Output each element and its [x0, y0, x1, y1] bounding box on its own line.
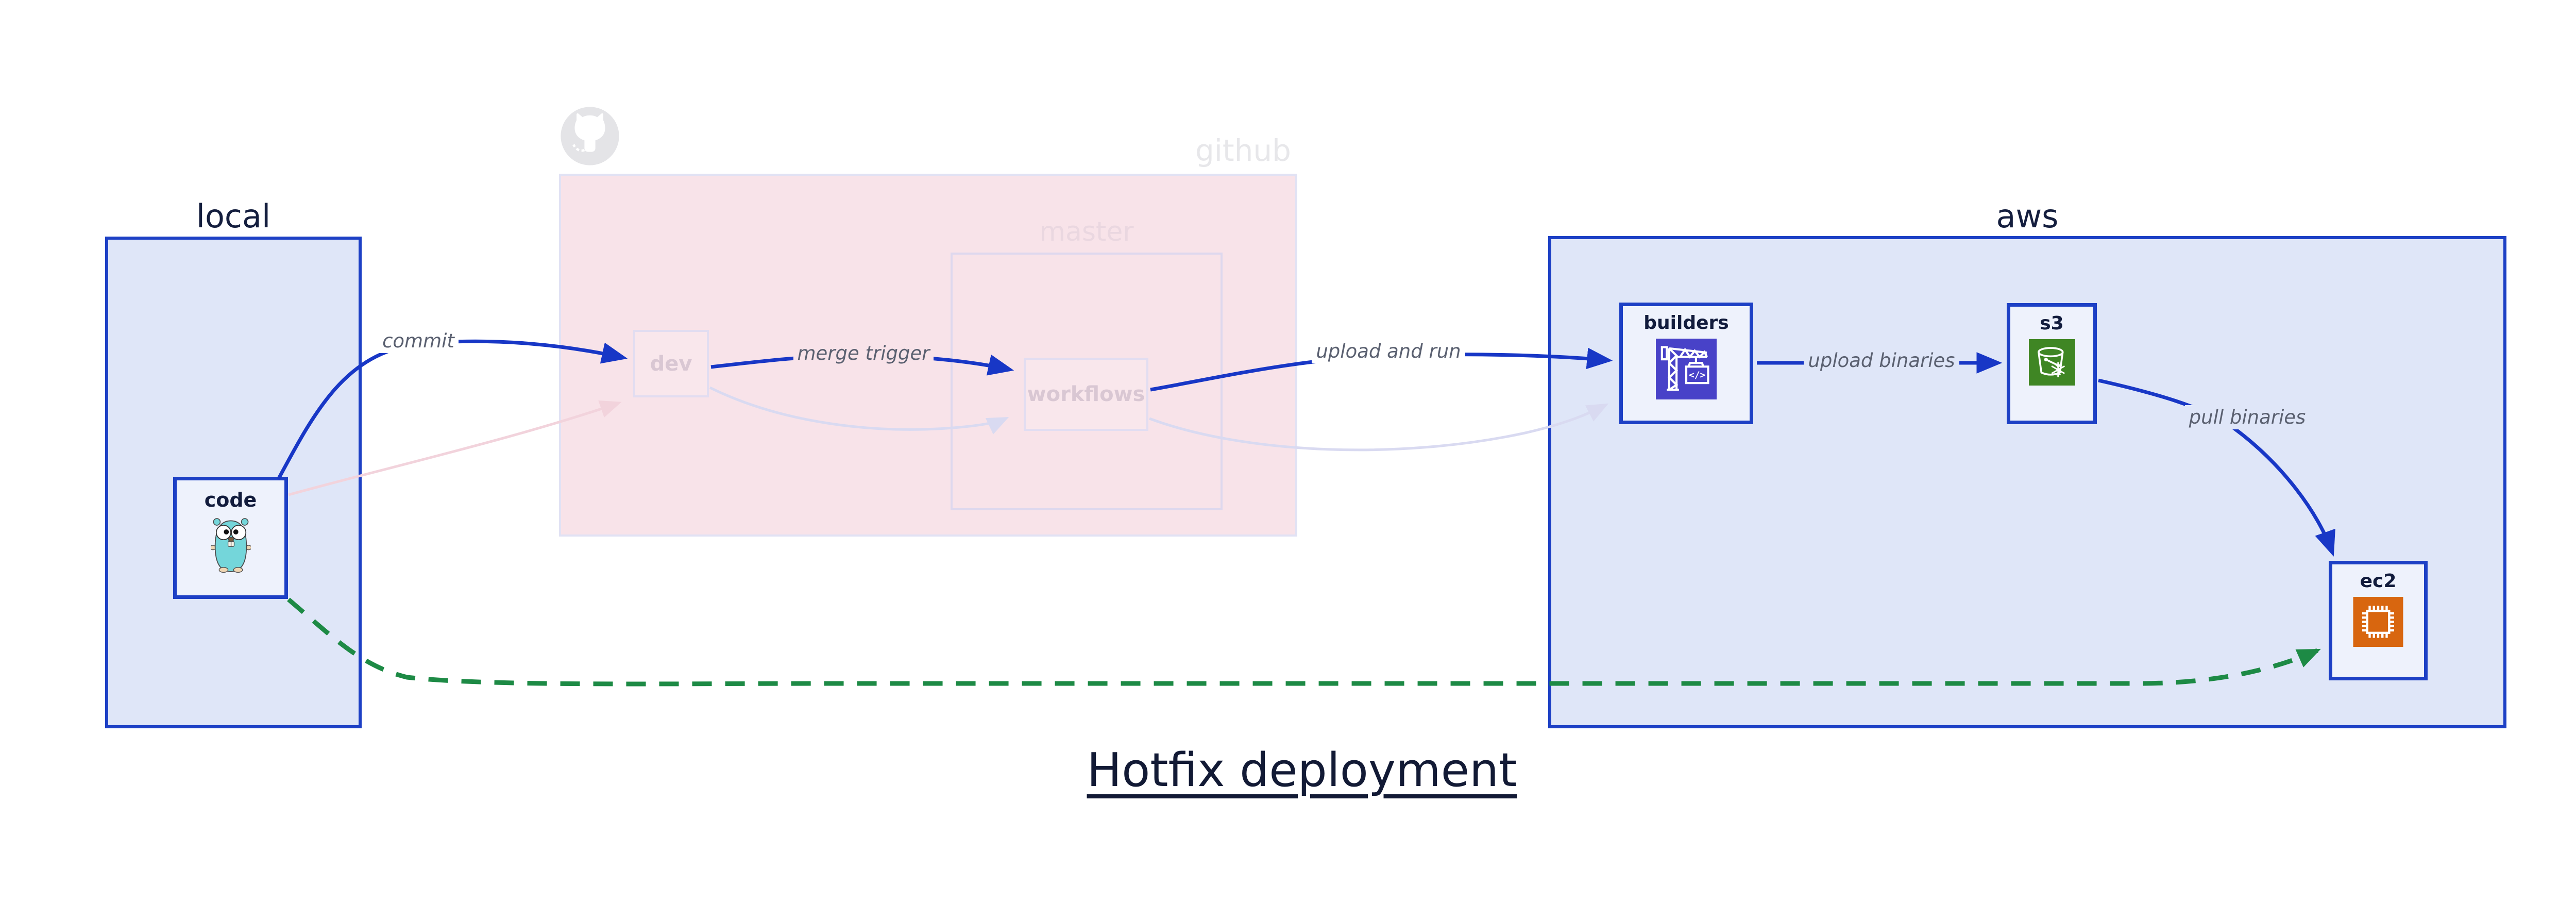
group-label-master: master	[1039, 216, 1134, 247]
node-builders: builders </>	[1619, 303, 1753, 424]
s3-glacier-bucket-icon	[2028, 339, 2076, 386]
github-octocat-logo-icon	[560, 106, 620, 166]
node-builders-label: builders	[1643, 312, 1729, 333]
node-ec2: ec2	[2329, 561, 2428, 680]
edge-label-upload-binaries: upload binaries	[1797, 348, 1967, 373]
node-ec2-label: ec2	[2360, 571, 2397, 592]
node-s3-label: s3	[2040, 313, 2064, 334]
group-label-local: local	[196, 197, 271, 235]
edge-label-pull-binaries: pull binaries	[2170, 405, 2325, 429]
node-code-label: code	[204, 489, 257, 511]
codebuild-crane-icon: </>	[1656, 339, 1717, 399]
node-dev-label: dev	[650, 352, 692, 376]
edge-label-upload-and-run: upload and run	[1296, 339, 1481, 363]
group-label-aws: aws	[1996, 197, 2059, 235]
codebuild-code-glyph: </>	[1689, 371, 1705, 381]
node-workflows-label: workflows	[1027, 382, 1145, 406]
node-code: code	[173, 477, 288, 599]
go-gopher-icon	[209, 516, 252, 574]
group-label-github: github	[1195, 133, 1291, 168]
node-dev: dev	[633, 330, 709, 397]
node-s3: s3	[2007, 303, 2097, 424]
edge-label-merge-trigger: merge trigger	[786, 341, 941, 365]
ec2-chip-icon	[2353, 597, 2403, 647]
node-workflows: workflows	[1024, 358, 1148, 431]
edge-label-commit: commit	[367, 329, 470, 353]
diagram-title: Hotfix deployment	[1087, 743, 1517, 797]
